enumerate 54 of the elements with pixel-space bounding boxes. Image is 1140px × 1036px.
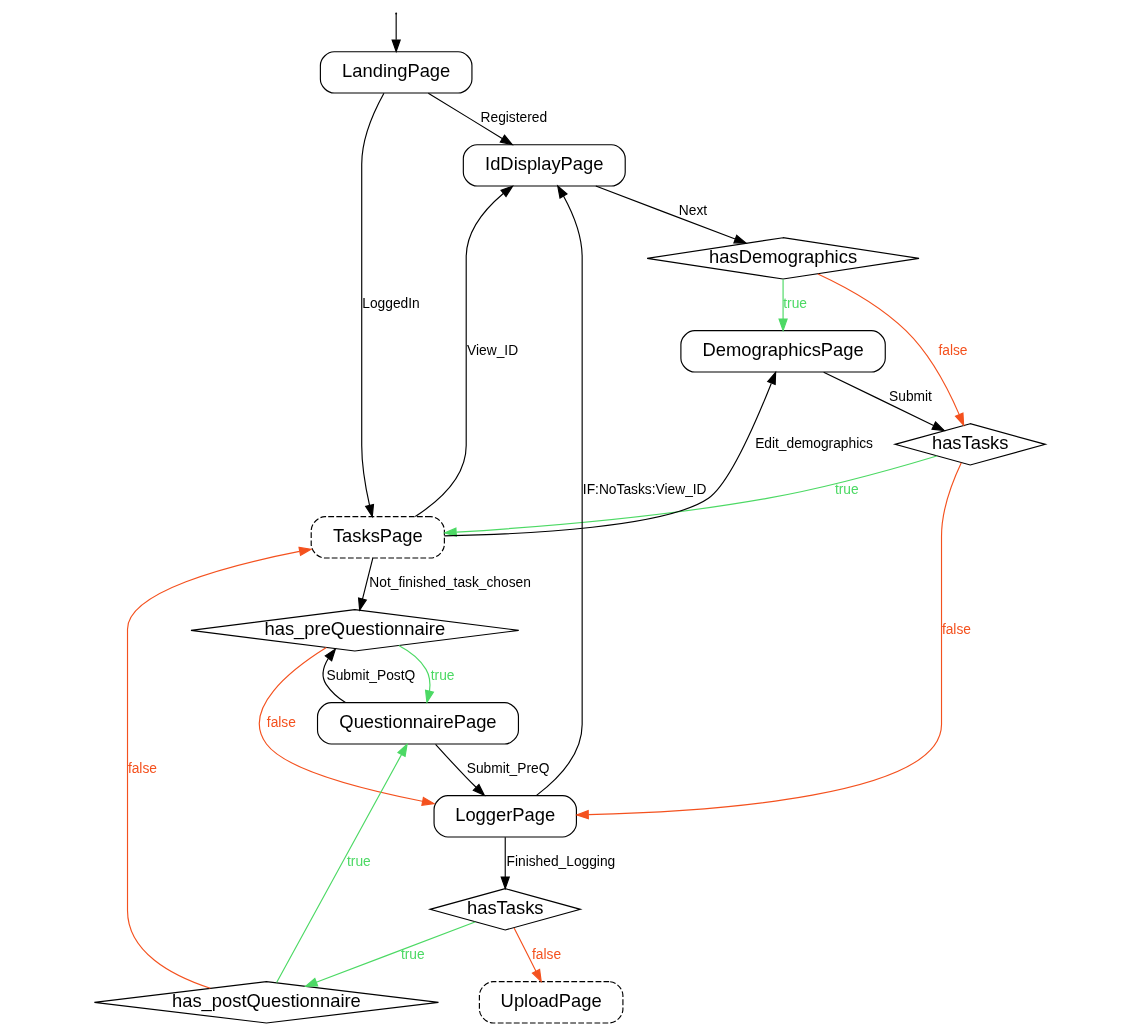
node-diamond: has_preQuestionnaire: [190, 609, 520, 652]
arrow: [126, 546, 313, 989]
arrow: [442, 455, 938, 537]
node-diamond: hasTasks: [892, 423, 1048, 466]
edge-label: true: [430, 668, 455, 684]
arrow: [500, 836, 511, 891]
edge-label: Submit_PostQ: [326, 668, 416, 684]
edge-label: false: [938, 342, 968, 358]
arrow: [595, 185, 748, 244]
arrow: [258, 646, 436, 806]
node-diamond: hasDemographics: [646, 237, 920, 280]
arrow: [443, 370, 777, 537]
arrow: [535, 184, 583, 796]
arrow: [414, 185, 514, 518]
edge-label: Edit_demographics: [755, 435, 873, 451]
arrow: [398, 645, 435, 705]
node-diamond: has_postQuestionnaire: [93, 981, 440, 1024]
edge-label: false: [127, 761, 157, 777]
arrow: [823, 371, 946, 432]
edge-label: true: [346, 854, 371, 870]
edge-label: Next: [678, 203, 708, 219]
edge-label: true: [400, 947, 425, 963]
node-box: TasksPage: [310, 516, 445, 559]
edge-label: true: [834, 482, 859, 498]
edge-label: Submit_PreQ: [466, 761, 550, 777]
arrow: [361, 92, 385, 519]
arrow: [427, 92, 514, 146]
edge-label: Submit: [889, 389, 932, 405]
node-box: IdDisplayPage: [462, 144, 626, 187]
arrow: [391, 13, 401, 54]
arrow: [322, 647, 347, 704]
node-diamond: hasTasks: [427, 888, 583, 931]
edge-label: false: [532, 947, 562, 963]
edge-label: false: [266, 714, 296, 730]
node-box: LoggerPage: [433, 795, 577, 838]
arrow: [276, 742, 408, 984]
arrow: [435, 743, 486, 797]
node-box: QuestionnairePage: [316, 702, 519, 745]
arrow: [778, 278, 788, 333]
arrow: [357, 557, 374, 612]
edge-label: Finished_Logging: [506, 854, 616, 870]
node-box: DemographicsPage: [680, 330, 886, 373]
node-box: LandingPage: [319, 51, 473, 94]
arrow: [513, 927, 542, 984]
edge-label: Not_finished_task_chosen: [369, 575, 531, 591]
edge-label: View_ID: [467, 342, 519, 358]
edge-label: LoggedIn: [362, 296, 420, 312]
arrow: [817, 273, 965, 427]
arrow: [303, 921, 476, 987]
edge-label: Registered: [480, 110, 548, 126]
arrow: [575, 462, 962, 820]
node-box: UploadPage: [478, 981, 624, 1024]
edge-label: IF:NoTasks:View_ID: [582, 482, 707, 498]
edge-label: false: [941, 621, 971, 637]
